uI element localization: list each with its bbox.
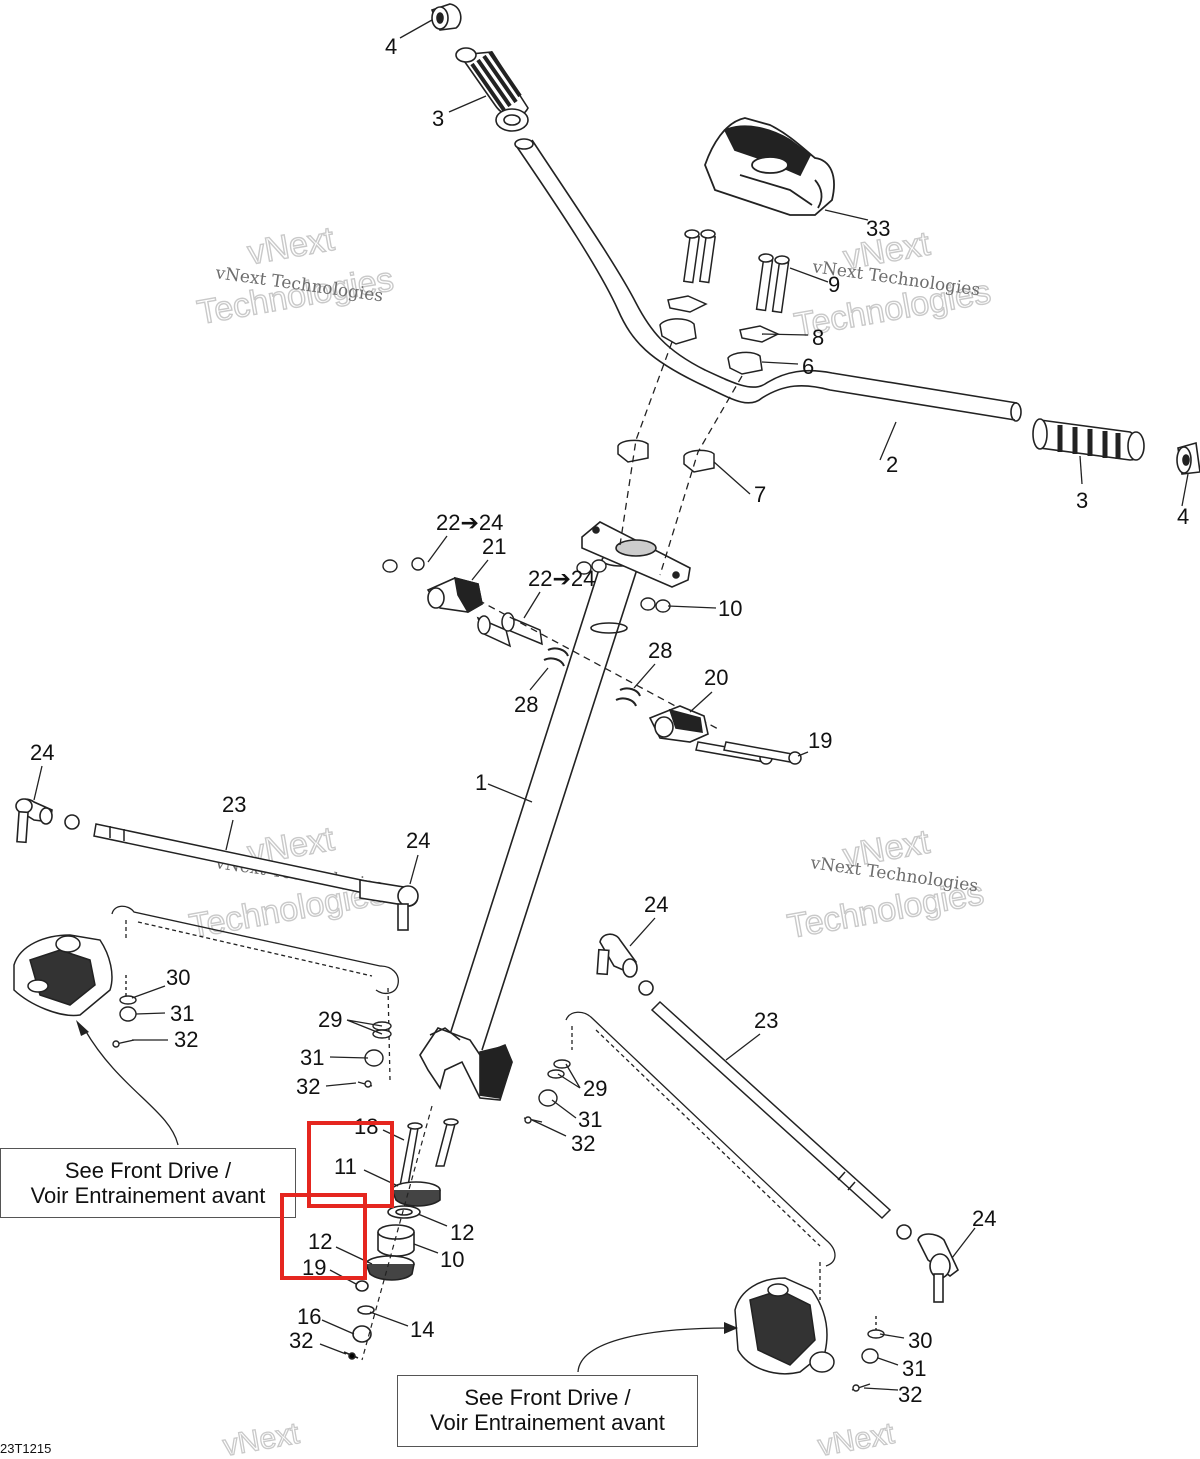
callout-12-upper: 11 — [334, 1154, 357, 1179]
callout-4: 4 — [385, 34, 397, 59]
callout-11: 10 — [440, 1247, 464, 1272]
callout-32-right: 32 — [571, 1131, 595, 1156]
callout-12-lower: 12 — [308, 1229, 332, 1254]
callout-24-left: 24 — [406, 828, 430, 853]
left-linkage-hardware — [357, 1021, 392, 1088]
diagram-code: 23T1215 — [0, 1441, 52, 1456]
highlight-box-lower — [280, 1193, 367, 1280]
callout-29-left: 29 — [318, 1007, 342, 1032]
lower-column-stack — [343, 1181, 441, 1360]
callout-15: 16 — [297, 1304, 321, 1329]
steering-support-lower — [648, 705, 709, 743]
handlebar-bolts — [682, 229, 790, 314]
left-knuckle-hardware — [112, 975, 137, 1048]
callout-30-right: 30 — [908, 1328, 932, 1353]
callout-32-bottom-right: 32 — [898, 1382, 922, 1407]
callout-32-bottom: 32 — [289, 1328, 313, 1353]
right-tie-rod-end-inner — [896, 1224, 959, 1303]
right-knuckle-hardware — [851, 1316, 885, 1392]
callout-28: 28 — [514, 692, 538, 717]
handlebar-pad — [704, 117, 835, 216]
callout-30-left: 30 — [166, 965, 190, 990]
column-mount-plate — [581, 521, 691, 588]
callout-18: 19 — [808, 728, 832, 753]
watermark-large-top: vNext — [245, 220, 338, 273]
leader-lines — [33, 19, 1189, 1391]
callout-20: 22➔24 — [528, 566, 595, 591]
callout-3-right: 3 — [1076, 488, 1088, 513]
note-see-front-drive-left: See Front Drive / Voir Entrainement avan… — [0, 1148, 296, 1218]
callout-10: 10 — [718, 596, 742, 621]
callout-16: 18 — [354, 1114, 378, 1139]
callout-28-top: 28 — [648, 638, 672, 663]
note-line-2: Voir Entrainement avant — [30, 1183, 266, 1208]
callout-19-lower: 20 — [704, 665, 728, 690]
bar-end-right — [1176, 441, 1200, 475]
callout-19: 21 — [482, 534, 506, 559]
left-drive-rod-dashed — [111, 905, 399, 1081]
callout-29-right: 29 — [583, 1076, 607, 1101]
right-tie-rod-end-outer — [596, 933, 654, 996]
handlebar — [514, 138, 1022, 422]
clamp-guide-lines — [619, 341, 743, 576]
column-lower-arm — [419, 1027, 513, 1101]
callout-3: 3 — [432, 106, 444, 131]
lower-column-axis — [361, 1105, 433, 1361]
callout-31-left: 31 — [170, 1001, 194, 1026]
support-clips — [543, 647, 641, 707]
callout-32-left: 32 — [174, 1027, 198, 1052]
lower-column-bolts — [399, 1118, 459, 1187]
right-drive-rod-dashed — [565, 1011, 836, 1300]
callout-labels: 4 3 33 9 8 6 2 3 4 7 10 22➔24 21 22➔24 2… — [30, 34, 1189, 1407]
callout-2: 2 — [886, 452, 898, 477]
steering-support-upper — [426, 576, 483, 614]
callout-22-24-left: 23 — [222, 792, 246, 817]
note-line-2: Voir Entrainement avant — [430, 1410, 665, 1435]
callout-6: 6 — [802, 354, 814, 379]
callout-31-mid: 31 — [300, 1045, 324, 1070]
left-knuckle — [13, 934, 113, 1017]
bar-end-top — [430, 3, 462, 31]
left-grip — [455, 47, 529, 132]
callout-23-left: 24 — [30, 740, 54, 765]
right-grip — [1032, 418, 1145, 461]
support-bolts — [695, 741, 802, 765]
callout-24-right: 24 — [644, 892, 668, 917]
callout-7: 7 — [754, 482, 766, 507]
callout-4-right: 4 — [1177, 504, 1189, 529]
left-tie-rod-end-outer — [15, 798, 80, 844]
callout-31-right: 31 — [578, 1107, 602, 1132]
callout-8: 8 — [812, 325, 824, 350]
left-tie-rod-end-inner — [359, 879, 419, 931]
note-see-front-drive-bottom: See Front Drive / Voir Entrainement avan… — [397, 1375, 698, 1447]
right-tie-rod — [650, 1000, 892, 1220]
callout-17: 19 — [302, 1255, 326, 1280]
callout-22-24-right: 23 — [754, 1008, 778, 1033]
lower-clamps — [617, 439, 715, 473]
callout-33: 33 — [866, 216, 890, 241]
upper-clamps — [659, 295, 780, 375]
left-tie-rod — [93, 823, 381, 897]
note-line-1: See Front Drive / — [464, 1385, 631, 1410]
callout-23-right: 24 — [972, 1206, 996, 1231]
right-knuckle — [734, 1277, 835, 1375]
callout-31-bottom: 31 — [902, 1356, 926, 1381]
watermark-large-top: vNext — [815, 1417, 897, 1459]
flange-nuts — [576, 559, 671, 613]
callout-14: 14 — [410, 1317, 434, 1342]
right-linkage-hardware — [523, 1059, 571, 1124]
callout-21: 22➔24 — [436, 510, 503, 535]
note-line-1: See Front Drive / — [64, 1158, 232, 1183]
support-nut — [382, 557, 425, 573]
leader-arrowheads — [76, 1020, 738, 1334]
callout-9: 9 — [828, 272, 840, 297]
highlight-box-upper — [307, 1121, 394, 1208]
callout-1: 1 — [475, 770, 487, 795]
callout-13: 12 — [450, 1220, 474, 1245]
watermark-large-top: vNext — [220, 1417, 302, 1459]
callout-32-mid: 32 — [296, 1074, 320, 1099]
steering-column — [444, 553, 641, 1051]
